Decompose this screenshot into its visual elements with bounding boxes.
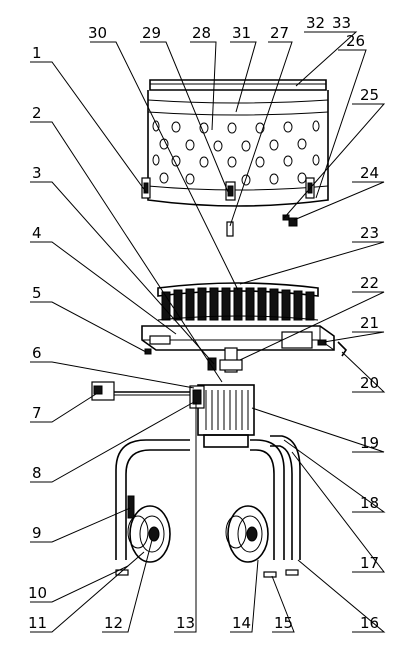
drum — [141, 79, 329, 207]
finger-plate — [157, 282, 319, 321]
callout-21: 21 — [360, 314, 379, 332]
nut-24 — [288, 217, 298, 227]
callout-4: 4 — [32, 224, 42, 242]
callout-31: 31 — [232, 24, 251, 42]
motor — [189, 384, 255, 448]
callout-1: 1 — [32, 44, 42, 62]
callout-labels: 1 2 3 4 5 6 7 8 9 10 11 12 13 14 15 16 1… — [28, 14, 379, 632]
callout-33: 33 — [332, 14, 351, 32]
callout-7: 7 — [32, 404, 42, 422]
callout-18: 18 — [360, 494, 379, 512]
callout-25: 25 — [360, 86, 379, 104]
callout-29: 29 — [142, 24, 161, 42]
switch-box — [91, 381, 190, 401]
callout-26: 26 — [346, 32, 365, 50]
callout-30: 30 — [88, 24, 107, 42]
callout-13: 13 — [176, 614, 195, 632]
callout-20: 20 — [360, 374, 379, 392]
callout-14: 14 — [232, 614, 251, 632]
callout-24: 24 — [360, 164, 379, 182]
drum-holes — [152, 120, 320, 186]
callout-19: 19 — [360, 434, 379, 452]
bracket-20 — [337, 341, 348, 357]
wheel-right — [225, 505, 269, 563]
frame-left-tube — [115, 439, 190, 560]
callout-17: 17 — [360, 554, 379, 572]
leader-lines — [30, 31, 386, 633]
callout-22: 22 — [360, 274, 379, 292]
wheel-left — [127, 505, 171, 563]
shaft-coupling — [207, 347, 243, 373]
callout-5: 5 — [32, 284, 42, 302]
callout-12: 12 — [104, 614, 123, 632]
screw-21 — [317, 339, 327, 346]
pin-27 — [226, 221, 234, 237]
callout-6: 6 — [32, 344, 42, 362]
callout-3: 3 — [32, 164, 42, 182]
callout-10: 10 — [28, 584, 47, 602]
feet — [115, 569, 299, 578]
callout-8: 8 — [32, 464, 42, 482]
callout-9: 9 — [32, 524, 42, 542]
callout-2: 2 — [32, 104, 42, 122]
callout-27: 27 — [270, 24, 289, 42]
callout-11: 11 — [28, 614, 47, 632]
rubber-fingers — [161, 287, 315, 321]
frame-right-tube — [250, 435, 301, 560]
callout-32: 32 — [306, 14, 325, 32]
drum-latch-left — [141, 177, 151, 199]
callout-23: 23 — [360, 224, 379, 242]
callout-15: 15 — [274, 614, 293, 632]
callout-16: 16 — [360, 614, 379, 632]
callout-28: 28 — [192, 24, 211, 42]
